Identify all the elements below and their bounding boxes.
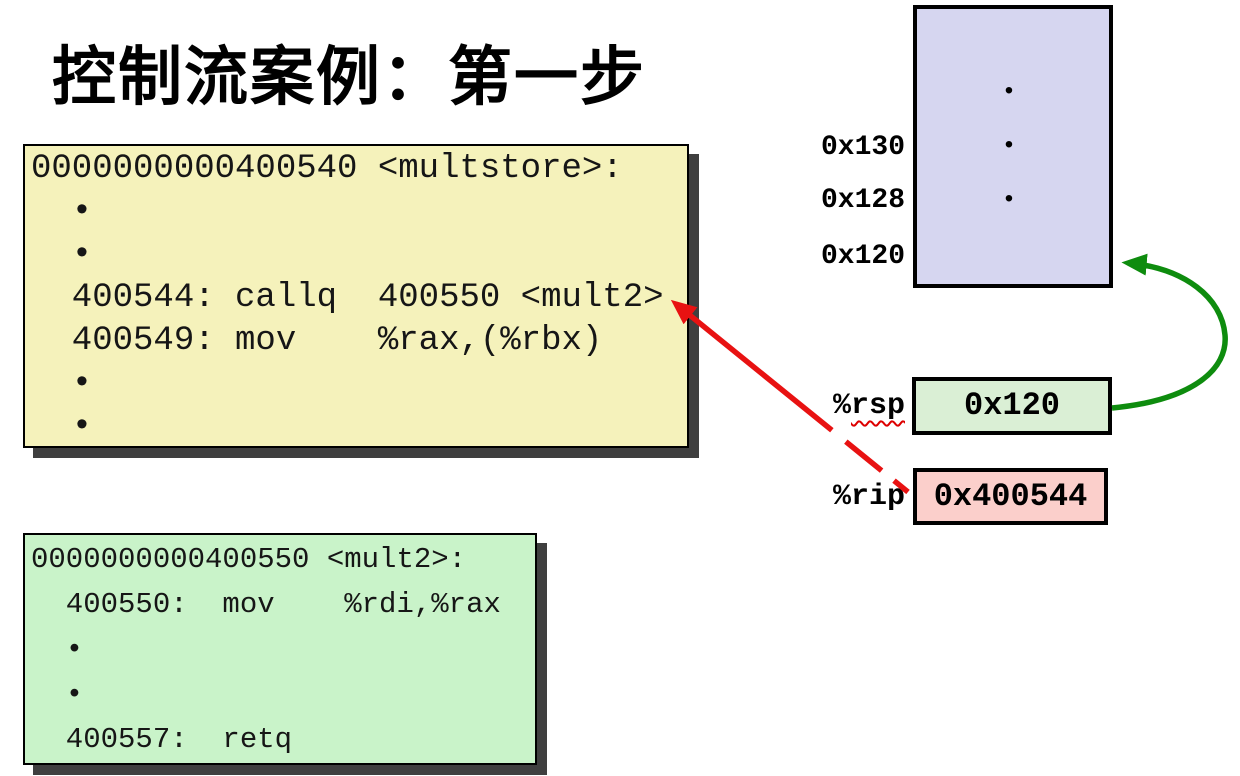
code-line: • <box>31 236 93 274</box>
stack-address-0x120: 0x120 <box>820 241 905 272</box>
stack-dot: • <box>1004 77 1014 104</box>
mult2-code-box: 0000000000400550 <mult2>: 400550: mov %r… <box>23 533 537 765</box>
rsp-register-label: %rsp <box>766 389 905 423</box>
code-line: 400544: callq 400550 <mult2> <box>31 279 664 317</box>
code-line: 0000000000400550 <mult2>: <box>31 543 467 576</box>
stack-dot: • <box>1004 185 1014 212</box>
code-line: • <box>31 193 93 231</box>
code-line: • <box>31 365 93 403</box>
code-line: • <box>31 633 84 666</box>
rip-name: rip <box>850 480 905 514</box>
stack-address-0x128: 0x128 <box>820 185 905 216</box>
multstore-code-box: 0000000000400540 <multstore>: • • 400544… <box>23 144 689 448</box>
rsp-to-stack-arrow <box>1111 253 1228 411</box>
stack-dot: • <box>1004 131 1014 158</box>
stack-dots: • • • <box>998 64 1020 226</box>
rip-prefix: % <box>832 480 851 514</box>
code-line: 400557: retq <box>31 723 293 756</box>
rsp-prefix: % <box>832 389 851 423</box>
rsp-name: rsp <box>850 389 905 423</box>
code-line: • <box>31 408 93 446</box>
rsp-value-box: 0x120 <box>912 377 1112 435</box>
code-line: 400550: mov %rdi,%rax <box>31 588 501 621</box>
code-line: 400549: mov %rax,(%rbx) <box>31 322 603 360</box>
code-line: 0000000000400540 <multstore>: <box>31 150 623 188</box>
slide-title: 控制流案例：第一步 <box>52 42 646 113</box>
rip-value-box: 0x400544 <box>913 468 1108 525</box>
stack-address-0x130: 0x130 <box>820 132 905 163</box>
rip-register-label: %rip <box>766 480 905 514</box>
code-line: • <box>31 678 84 711</box>
stack-box <box>913 5 1113 288</box>
